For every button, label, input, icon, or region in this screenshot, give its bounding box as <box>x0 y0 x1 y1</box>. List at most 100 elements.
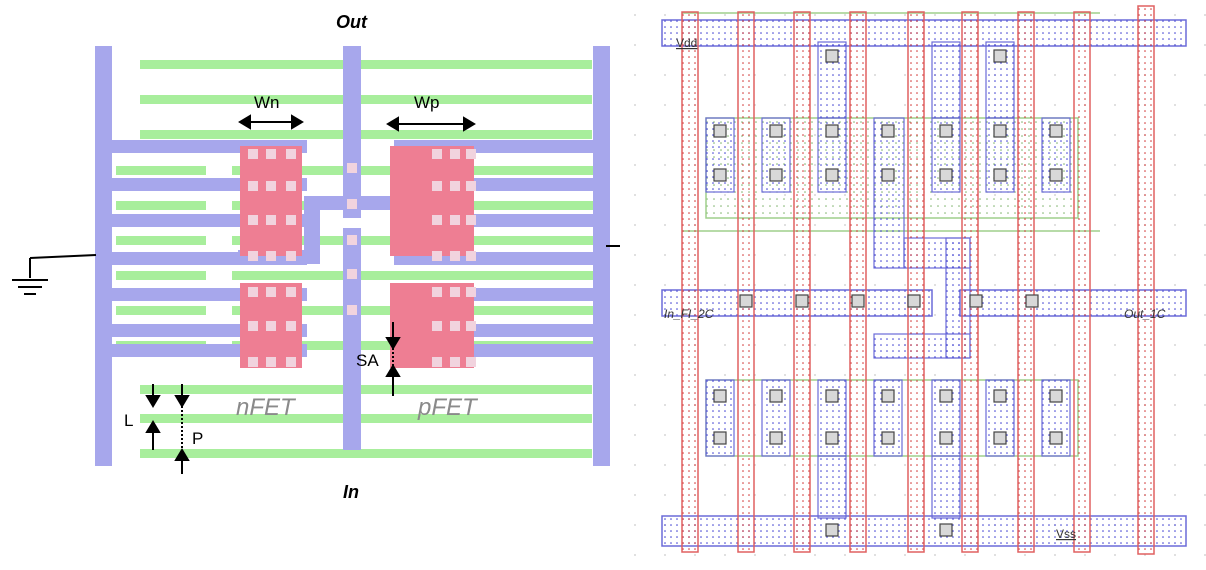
vss-label: Vss <box>1056 527 1076 541</box>
contact-square <box>881 124 895 138</box>
contact-squares <box>713 49 1063 537</box>
contact-square <box>939 523 953 537</box>
annotations: Wn Wp SA L <box>12 12 620 502</box>
contact-square <box>347 305 357 315</box>
contact-square <box>432 321 442 331</box>
contact-square <box>266 287 276 297</box>
poly-gate <box>1017 11 1035 553</box>
contact-square <box>286 215 296 225</box>
contact-square <box>347 235 357 245</box>
contact-square <box>881 168 895 182</box>
contact-square <box>769 431 783 445</box>
contact-square <box>739 294 753 308</box>
contact-square <box>939 168 953 182</box>
contact-square <box>1049 168 1063 182</box>
poly-gate <box>793 11 811 553</box>
contact-square <box>347 269 357 279</box>
poly-gate <box>907 11 925 553</box>
contact-square <box>450 321 460 331</box>
supply-tap <box>931 41 961 119</box>
right-power-rail <box>593 46 610 466</box>
contact-square <box>286 149 296 159</box>
gate-finger <box>116 271 206 280</box>
contact-square <box>466 357 476 367</box>
sa-arrow-icon <box>385 322 401 396</box>
nfet-diffusion <box>240 146 302 256</box>
contact-square <box>432 215 442 225</box>
contact-square <box>851 294 865 308</box>
input-pin-label: In_FI_2C <box>664 307 714 321</box>
contact-square <box>993 168 1007 182</box>
supply-tap <box>817 455 847 519</box>
contact-square <box>248 357 258 367</box>
contact-square <box>769 389 783 403</box>
contact-square <box>266 357 276 367</box>
contact-square <box>466 321 476 331</box>
output-rail <box>343 46 361 218</box>
contact-square <box>825 124 839 138</box>
p-label: P <box>192 429 203 448</box>
gate-finger <box>116 166 206 175</box>
poly-gate <box>1073 11 1091 553</box>
poly-gate <box>961 11 979 553</box>
contact-square <box>266 321 276 331</box>
contact-square <box>713 431 727 445</box>
contact-square <box>713 168 727 182</box>
gate-finger <box>116 201 206 210</box>
contact-square <box>993 124 1007 138</box>
l-arrow-icon <box>145 384 161 450</box>
contact-square <box>248 321 258 331</box>
contact-square <box>1049 389 1063 403</box>
wp-label: Wp <box>414 93 440 112</box>
contact-square <box>248 215 258 225</box>
contact-square <box>432 287 442 297</box>
l-label: L <box>124 411 133 430</box>
contact-square <box>450 251 460 261</box>
contact-square <box>825 49 839 63</box>
contact-square <box>713 389 727 403</box>
contact-square <box>881 389 895 403</box>
gate-finger <box>140 130 592 139</box>
out-label: Out <box>336 12 368 32</box>
gate-finger <box>516 306 596 315</box>
layout-labels: Vdd Vss In_FI_2C Out_1C <box>664 36 1166 541</box>
gate-finger <box>516 236 596 245</box>
contact-square <box>825 431 839 445</box>
contact-square <box>450 357 460 367</box>
contact-square <box>466 215 476 225</box>
gate-finger <box>140 414 592 423</box>
output-pin-label: Out_1C <box>1124 307 1166 321</box>
contacts <box>248 149 476 367</box>
in-label: In <box>343 482 359 502</box>
contact-square <box>347 163 357 173</box>
contact-square <box>466 181 476 191</box>
pfet-label: pFET <box>417 394 479 421</box>
metal-rails <box>95 46 610 466</box>
contact-square <box>1049 431 1063 445</box>
contact-square <box>450 215 460 225</box>
contact-square <box>347 199 357 209</box>
contact-square <box>248 251 258 261</box>
wn-label: Wn <box>254 93 280 112</box>
contact-square <box>248 149 258 159</box>
contact-square <box>286 251 296 261</box>
gate-finger <box>116 306 206 315</box>
contact-square <box>248 287 258 297</box>
ground-symbol <box>12 254 97 295</box>
contact-square <box>769 168 783 182</box>
contact-square <box>432 181 442 191</box>
supply-tap <box>931 455 961 519</box>
gate-finger <box>140 95 592 104</box>
poly-gates <box>681 5 1155 555</box>
gate-finger <box>140 385 592 394</box>
contact-square <box>993 49 1007 63</box>
contact-square <box>969 294 983 308</box>
gate-finger <box>516 271 596 280</box>
contact-square <box>907 294 921 308</box>
nfet-label: nFET <box>236 394 297 421</box>
gate-finger <box>516 166 596 175</box>
contact-square <box>450 287 460 297</box>
contact-square <box>286 357 296 367</box>
gate-finger <box>140 449 592 458</box>
contact-square <box>266 215 276 225</box>
